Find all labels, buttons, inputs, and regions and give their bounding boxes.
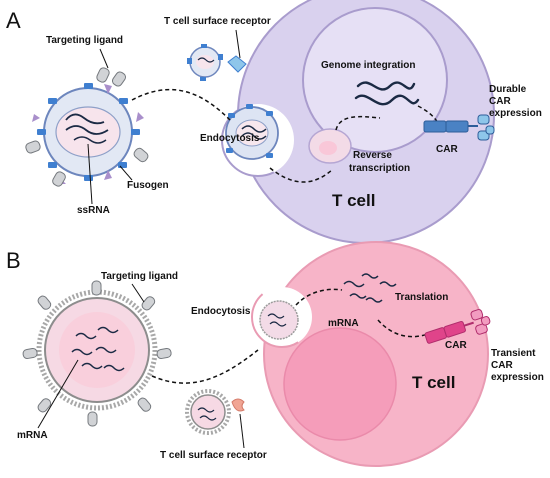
fusogen-leader [119, 165, 133, 181]
lipid-nanoparticle [22, 280, 172, 427]
ssrna-label: ssRNA [77, 205, 110, 216]
car-receptor-a [423, 114, 495, 141]
panel-b: B Endocytosis Translation mRNA [6, 241, 544, 467]
reverse-label-line2: transcription [349, 163, 410, 174]
car-receptor-b [424, 309, 491, 344]
mrna-label-particle: mRNA [17, 430, 48, 441]
nucleus-a [302, 7, 448, 153]
translation-label: Translation [395, 292, 448, 303]
genome-integration-label: Genome integration [321, 60, 415, 71]
path-to-nucleus [335, 115, 381, 131]
path-to-car-b [377, 319, 429, 338]
vector-binding-receptor-a [187, 44, 247, 81]
transient-line2: CAR [491, 360, 513, 371]
nucleus-b [283, 327, 397, 441]
mrna-label-cell: mRNA [328, 318, 359, 329]
viral-vector-particle [25, 67, 149, 187]
panel-b-letter: B [6, 248, 21, 273]
car-label-a: CAR [436, 144, 458, 155]
t-cell-label-b: T cell [412, 373, 455, 392]
durable-line3: expression [489, 108, 542, 119]
transient-line1: Transient [491, 348, 536, 359]
t-cell-label-a: T cell [332, 191, 375, 210]
ligand-leader-b [131, 283, 145, 303]
transient-line3: expression [491, 372, 544, 383]
lnp-binding-receptor-b [185, 389, 245, 435]
panel-a-letter: A [6, 8, 21, 33]
endocytosis-label-b: Endocytosis [191, 306, 251, 317]
integrated-dna [354, 81, 420, 106]
released-mrna [343, 273, 397, 303]
ligand-leader-a [99, 48, 109, 69]
path-to-cell-a [131, 88, 231, 121]
targeting-ligand-label-b: Targeting ligand [101, 271, 178, 282]
endocytic-pit-b [251, 286, 313, 348]
path-to-cell-b [151, 349, 259, 384]
reverse-transcription-vesicle [308, 128, 352, 164]
mrna-leader [37, 359, 79, 429]
durable-line2: CAR [489, 96, 511, 107]
path-to-rt [269, 167, 333, 183]
reverse-label-line1: Reverse [353, 150, 392, 161]
surface-receptor-leader-a [235, 29, 241, 59]
fusogen-label: Fusogen [127, 180, 169, 191]
surface-receptor-leader-b [239, 413, 245, 449]
car-label-b: CAR [445, 340, 467, 351]
endocytosis-label-a: Endocytosis [200, 133, 260, 144]
endocytic-pit-a [221, 103, 295, 177]
targeting-ligand-label-a: Targeting ligand [46, 35, 123, 46]
panel-a: A Genome integration R [6, 0, 542, 244]
endocytosed-lnp [259, 300, 299, 340]
surface-receptor-label-a: T cell surface receptor [164, 16, 271, 27]
durable-line1: Durable [489, 84, 527, 95]
surface-receptor-label-b: T cell surface receptor [160, 450, 267, 461]
endocytosed-vector-a [225, 104, 279, 160]
ssrna-leader [87, 143, 93, 205]
